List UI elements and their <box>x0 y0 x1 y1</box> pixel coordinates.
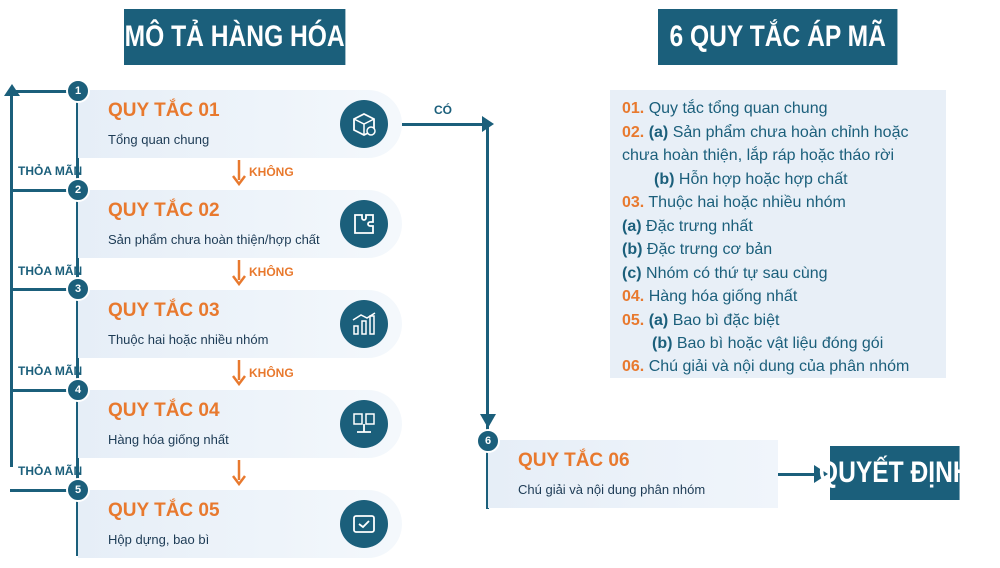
list-number: 03. <box>622 194 645 211</box>
list-line: (b) Đặc trưng cơ bản <box>622 241 772 259</box>
list-text: Hàng hóa giống nhất <box>644 288 798 305</box>
rule-subtitle: Sản phẩm chưa hoàn thiện/hợp chất <box>108 232 320 247</box>
list-text: Đặc trưng nhất <box>641 218 753 235</box>
list-bullet: (b) <box>654 171 675 188</box>
step-number-1: 1 <box>66 79 90 103</box>
rule-title: QUY TẮC 06 <box>518 450 630 471</box>
connector-1 <box>10 90 78 93</box>
list-text: Chú giải và nội dung của phân nhóm <box>644 358 910 375</box>
rule-subtitle: Chú giải và nội dung phân nhóm <box>518 482 706 497</box>
list-line: 04. Hàng hóa giống nhất <box>622 288 797 306</box>
satisfied-label: THỎA MÃN <box>18 364 83 378</box>
list-bullet: (c) <box>622 265 642 282</box>
list-number: 04. <box>622 288 645 305</box>
connector-4 <box>10 389 78 392</box>
list-line: 05. (a) Bao bì đặc biệt <box>622 312 779 330</box>
rule-box-4: QUY TẮC 04 Hàng hóa giống nhất <box>78 390 402 458</box>
list-text: chưa hoàn thiện, lắp ráp hoặc tháo rời <box>622 147 895 164</box>
list-bullet: (a) <box>644 312 669 329</box>
compare-icon <box>340 400 388 448</box>
decision-banner: QUYẾT ĐỊNH <box>819 446 971 500</box>
rule-box-3: QUY TẮC 03 Thuộc hai hoặc nhiều nhóm <box>78 290 402 358</box>
list-text: Đặc trưng cơ bản <box>642 241 773 258</box>
rule-box-6: QUY TẮC 06 Chú giải và nội dung phân nhó… <box>488 440 778 508</box>
no-label: KHÔNG <box>249 366 294 380</box>
list-line: (b) Hỗn hợp hoặc hợp chất <box>654 171 848 189</box>
list-bullet: (a) <box>622 218 642 235</box>
no-label: KHÔNG <box>249 165 294 179</box>
list-text: Nhóm có thứ tự sau cùng <box>641 265 828 282</box>
puzzle-icon <box>340 200 388 248</box>
rule-title: QUY TẮC 04 <box>108 400 220 421</box>
list-line: 02. (a) Sản phẩm chưa hoàn chỉnh hoặc <box>622 124 908 142</box>
list-text: Bao bì đặc biệt <box>668 312 780 329</box>
connector-3 <box>10 288 78 291</box>
list-bullet: (b) <box>622 241 643 258</box>
no-label: KHÔNG <box>249 265 294 279</box>
rule-title: QUY TẮC 01 <box>108 100 220 121</box>
list-line: (c) Nhóm có thứ tự sau cùng <box>622 265 828 283</box>
yes-label: CÓ <box>434 103 452 117</box>
list-text: Sản phẩm chưa hoàn chỉnh hoặc <box>668 124 909 141</box>
list-number: 01. <box>622 100 645 117</box>
left-title: MÔ TẢ HÀNG HÓA <box>124 20 345 53</box>
list-number: 02. <box>622 124 645 141</box>
rule-subtitle: Thuộc hai hoặc nhiều nhóm <box>108 332 269 347</box>
rule-title: QUY TẮC 03 <box>108 300 220 321</box>
rule-subtitle: Hộp dựng, bao bì <box>108 532 210 547</box>
decision-label: QUYẾT ĐỊNH <box>818 456 971 489</box>
rules-list-box: 01. Quy tắc tổng quan chung 02. (a) Sản … <box>610 90 946 378</box>
down-arrow <box>232 160 246 186</box>
decision-arrow-head <box>814 465 828 483</box>
box-check-icon <box>340 100 388 148</box>
main-vertical-line <box>76 90 79 556</box>
satisfied-label: THỎA MÃN <box>18 264 83 278</box>
list-line: (b) Bao bì hoặc vật liệu đóng gói <box>652 335 883 353</box>
to-rule6-arrow <box>480 414 496 428</box>
list-text: Hỗn hợp hoặc hợp chất <box>674 171 848 188</box>
step-number-4: 4 <box>66 378 90 402</box>
step-number-2: 2 <box>66 178 90 202</box>
yes-connector <box>402 123 488 126</box>
list-text: Quy tắc tổng quan chung <box>644 100 828 117</box>
list-line: (a) Đặc trưng nhất <box>622 218 753 236</box>
list-line: 06. Chú giải và nội dung của phân nhóm <box>622 358 909 376</box>
rule-title: QUY TẮC 02 <box>108 200 220 221</box>
list-line: 03. Thuộc hai hoặc nhiều nhóm <box>622 194 846 212</box>
group-chart-icon <box>340 300 388 348</box>
rule-box-5: QUY TẮC 05 Hộp dựng, bao bì <box>78 490 402 558</box>
satisfied-label: THỎA MÃN <box>18 464 83 478</box>
left-title-banner: MÔ TẢ HÀNG HÓA <box>124 9 346 65</box>
list-text: Bao bì hoặc vật liệu đóng gói <box>672 335 884 352</box>
connector-2 <box>10 189 78 192</box>
rule-box-1: QUY TẮC 01 Tổng quan chung <box>78 90 402 158</box>
rule-subtitle: Hàng hóa giống nhất <box>108 432 229 447</box>
satisfied-label: THỎA MÃN <box>18 164 83 178</box>
list-text: Thuộc hai hoặc nhiều nhóm <box>644 194 846 211</box>
down-arrow <box>232 260 246 286</box>
rule-title: QUY TẮC 05 <box>108 500 220 521</box>
list-bullet: (b) <box>652 335 673 352</box>
list-line: 01. Quy tắc tổng quan chung <box>622 100 828 118</box>
list-bullet: (a) <box>644 124 669 141</box>
list-number: 06. <box>622 358 645 375</box>
rule-box-2: QUY TẮC 02 Sản phẩm chưa hoàn thiện/hợp … <box>78 190 402 258</box>
down-arrow <box>232 360 246 386</box>
right-vertical-line <box>486 123 489 509</box>
decision-connector <box>778 473 820 476</box>
list-number: 05. <box>622 312 645 329</box>
package-icon <box>340 500 388 548</box>
step-number-6: 6 <box>476 429 500 453</box>
list-line: chưa hoàn thiện, lắp ráp hoặc tháo rời <box>622 147 894 165</box>
connector-5 <box>10 489 78 492</box>
rule-subtitle: Tổng quan chung <box>108 132 210 147</box>
down-arrow <box>232 460 246 486</box>
right-title-banner: 6 QUY TẮC ÁP MÃ <box>658 9 898 65</box>
feedback-vertical-line <box>10 92 13 467</box>
step-number-5: 5 <box>66 478 90 502</box>
step-number-3: 3 <box>66 277 90 301</box>
right-title: 6 QUY TẮC ÁP MÃ <box>669 20 886 53</box>
